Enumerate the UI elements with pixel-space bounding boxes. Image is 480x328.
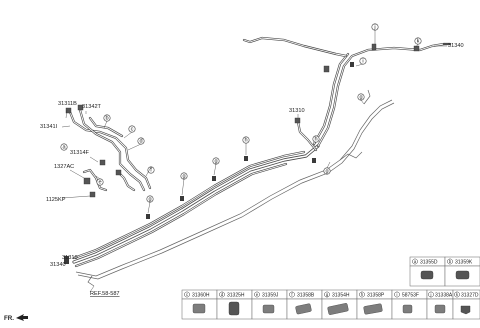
svg-text:i: i xyxy=(397,292,398,297)
svg-text:f: f xyxy=(150,168,152,174)
legend-cell-e: e 31359J xyxy=(251,289,288,320)
part-label-1125KP: 1125KP xyxy=(46,197,66,203)
svg-text:g: g xyxy=(214,159,217,165)
svg-text:b: b xyxy=(105,116,108,122)
svg-text:j: j xyxy=(373,25,375,31)
svg-text:31355D: 31355D xyxy=(420,260,438,266)
part-label-31310-bottom: 31310 xyxy=(62,255,78,261)
legend-cell-i: i 58753F xyxy=(391,289,428,320)
legend-cell-j: j 31338A xyxy=(426,289,454,320)
svg-text:h: h xyxy=(361,292,364,297)
legend-cell-d: d 31325H xyxy=(216,289,253,320)
callout-f: f xyxy=(147,166,155,174)
part-label-31340-right: 31340 xyxy=(448,43,464,49)
corner-label-fr: FR. xyxy=(4,315,14,322)
callout-i: i xyxy=(359,57,367,65)
callout-g-4: g xyxy=(323,167,331,175)
svg-text:k: k xyxy=(456,292,459,297)
svg-text:a: a xyxy=(62,145,66,151)
callouts: a b c d e f g g g g g h h i j k xyxy=(60,23,422,203)
thin-line xyxy=(75,89,395,287)
callout-h-1: h xyxy=(242,136,250,144)
svg-text:g: g xyxy=(359,95,362,101)
callout-c: c xyxy=(128,125,136,133)
svg-text:58753F: 58753F xyxy=(402,293,419,299)
svg-text:j: j xyxy=(430,292,432,297)
part-label-31314F: 31314F xyxy=(70,150,90,156)
pipe-clips xyxy=(64,62,354,264)
svg-text:e: e xyxy=(98,180,101,186)
svg-text:c: c xyxy=(131,127,134,133)
part-label-31311B: 31311B xyxy=(58,101,77,107)
svg-text:k: k xyxy=(417,39,420,45)
callout-b: b xyxy=(103,114,111,122)
svg-text:c: c xyxy=(186,292,188,297)
callout-e: e xyxy=(96,178,104,186)
svg-text:31359K: 31359K xyxy=(455,260,473,266)
upper-right-pipe xyxy=(242,36,452,148)
svg-text:g: g xyxy=(325,169,328,175)
legend-cell-g: g 31354H xyxy=(321,289,358,320)
svg-text:f: f xyxy=(291,292,293,297)
mid-riser-pipe xyxy=(294,117,318,152)
main-pipe-bundle xyxy=(72,144,320,268)
svg-text:i: i xyxy=(362,59,363,65)
legend-cell-k: k 31327D xyxy=(452,289,480,320)
part-label-1327AC: 1327AC xyxy=(54,164,74,170)
svg-text:31325H: 31325H xyxy=(227,293,245,299)
legend-cell-c: c 31360H xyxy=(181,289,218,320)
callout-g-2: g xyxy=(180,172,188,180)
svg-text:e: e xyxy=(256,292,259,297)
svg-text:31354H: 31354H xyxy=(332,293,350,299)
svg-text:a: a xyxy=(414,259,417,264)
legend-cell-b: b 31359K xyxy=(444,256,480,287)
svg-text:31359J: 31359J xyxy=(262,293,279,299)
legend-cell-f: f 31358B xyxy=(286,289,323,320)
legend-cell-a: a 31355D xyxy=(409,256,446,287)
svg-text:g: g xyxy=(326,292,329,297)
fr-arrow-icon xyxy=(16,314,28,321)
callout-k: k xyxy=(414,37,422,45)
part-labels: 31311B 31342T 31341I 31314F 1327AC 1125K… xyxy=(4,43,464,322)
callout-g-3: g xyxy=(212,157,220,165)
svg-text:g: g xyxy=(182,174,185,180)
svg-text:d: d xyxy=(139,139,142,145)
callout-h-2: h xyxy=(312,135,320,143)
svg-text:31327D: 31327D xyxy=(461,293,479,299)
part-label-31341I: 31341I xyxy=(40,124,58,130)
parts-legend: a 31355D b 31359K c 31360H d 31325H xyxy=(181,256,480,320)
leader-lines xyxy=(61,45,447,293)
callout-j: j xyxy=(371,23,379,31)
svg-text:31358B: 31358B xyxy=(297,293,315,299)
svg-text:h: h xyxy=(244,138,247,144)
part-label-31340-bottom: 31340 xyxy=(50,262,66,268)
callout-d: d xyxy=(137,137,145,145)
callout-a: a xyxy=(60,143,68,151)
callout-leaders xyxy=(95,30,419,214)
part-label-31310-top: 31310 xyxy=(289,108,305,114)
callout-g-1: g xyxy=(146,195,154,203)
svg-text:h: h xyxy=(314,137,317,143)
svg-text:31358P: 31358P xyxy=(367,293,385,299)
svg-text:d: d xyxy=(221,292,224,297)
part-label-31342T: 31342T xyxy=(82,104,102,110)
svg-text:b: b xyxy=(449,259,452,264)
svg-text:31360H: 31360H xyxy=(192,293,210,299)
legend-cell-h: h 31358P xyxy=(356,289,393,320)
svg-text:31338A: 31338A xyxy=(435,293,453,299)
callout-g-5: g xyxy=(357,93,365,101)
reference-label: REF.58-587 xyxy=(90,291,120,297)
left-subassembly xyxy=(65,104,152,198)
svg-text:g: g xyxy=(148,197,151,203)
